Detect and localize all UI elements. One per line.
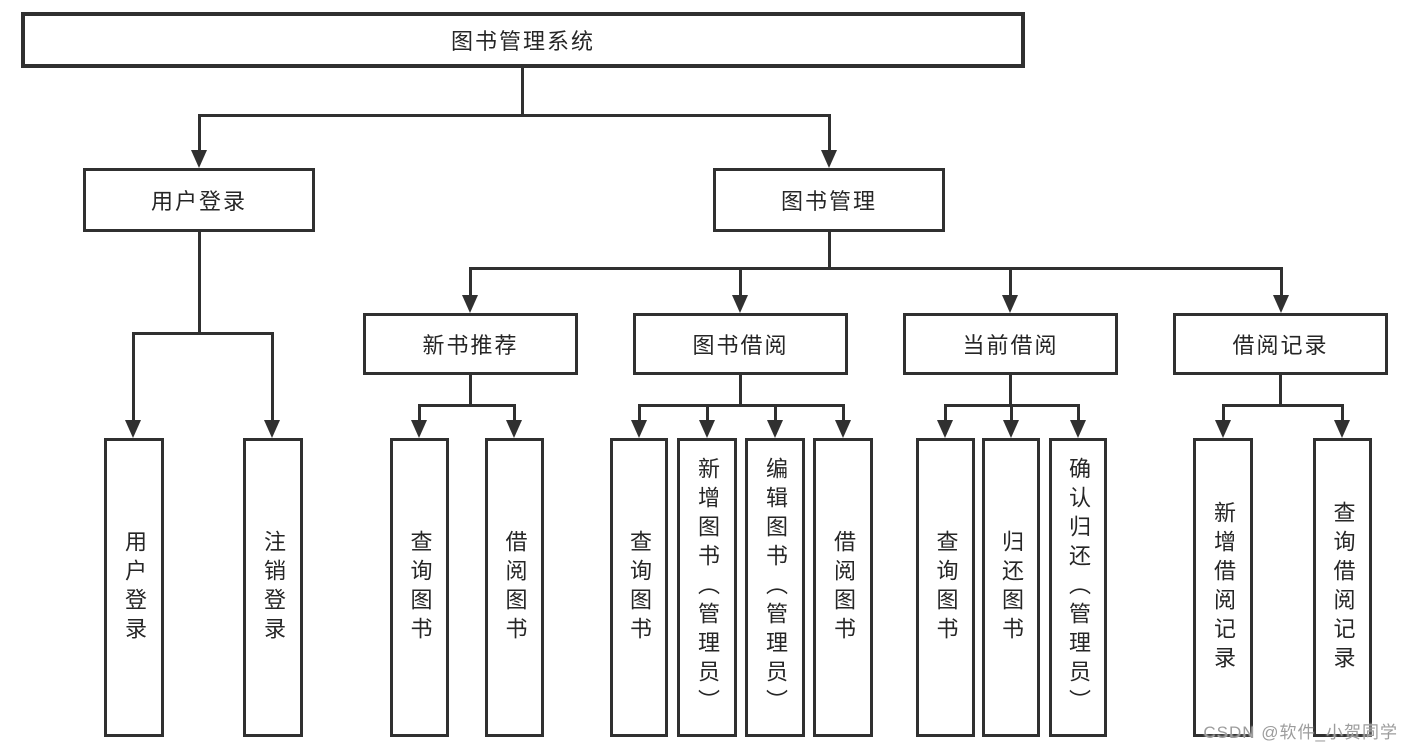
connector-line	[1009, 267, 1012, 298]
arrow-down-icon	[699, 420, 715, 438]
leaf-query-books-2: 查询图书	[610, 438, 668, 737]
arrow-down-icon	[631, 420, 647, 438]
connector-line	[1279, 374, 1282, 405]
node-label: 查询图书	[627, 529, 652, 646]
node-label: 编辑图书（管理员）	[763, 457, 788, 718]
connector-line	[1009, 374, 1012, 405]
connector-line	[638, 404, 844, 407]
leaf-query-books-3: 查询图书	[916, 438, 975, 737]
node-label: 借阅图书	[831, 529, 856, 646]
node-label: 归还图书	[999, 529, 1024, 646]
arrow-down-icon	[821, 150, 837, 168]
node-label: 图书管理系统	[450, 29, 595, 54]
connector-line	[469, 374, 472, 405]
leaf-add-books-admin: 新增图书（管理员）	[677, 438, 737, 737]
connector-line	[418, 404, 421, 423]
connector-line	[132, 332, 273, 335]
connector-line	[739, 374, 742, 405]
arrow-down-icon	[1070, 420, 1086, 438]
node-new-book-recommend: 新书推荐	[363, 313, 578, 375]
node-label: 借阅图书	[502, 529, 528, 646]
node-label: 图书借阅	[692, 333, 789, 358]
connector-line	[1077, 404, 1080, 423]
connector-line	[198, 114, 201, 153]
leaf-logout: 注销登录	[243, 438, 303, 737]
node-label: 确认归还（管理员）	[1066, 457, 1091, 718]
node-label: 查询图书	[407, 529, 433, 646]
connector-line	[828, 231, 831, 269]
node-user-login: 用户登录	[83, 168, 315, 232]
connector-line	[521, 66, 524, 115]
connector-line	[1010, 404, 1013, 423]
arrow-down-icon	[1215, 420, 1231, 438]
arrow-down-icon	[411, 420, 427, 438]
leaf-query-books-1: 查询图书	[390, 438, 449, 737]
connector-line	[469, 267, 472, 298]
connector-line	[198, 231, 201, 333]
node-label: 查询图书	[933, 529, 959, 646]
arrow-down-icon	[125, 420, 141, 438]
node-label: 新增图书（管理员）	[695, 457, 720, 718]
arrow-down-icon	[191, 150, 207, 168]
leaf-add-borrow-record: 新增借阅记录	[1193, 438, 1253, 737]
connector-line	[1280, 267, 1283, 298]
arrow-down-icon	[732, 295, 748, 313]
node-label: 新书推荐	[422, 333, 519, 358]
node-library-management-system: 图书管理系统	[21, 12, 1025, 68]
connector-line	[198, 114, 830, 117]
arrow-down-icon	[1334, 420, 1350, 438]
arrow-down-icon	[1003, 420, 1019, 438]
connector-line	[944, 404, 947, 423]
arrow-down-icon	[462, 295, 478, 313]
connector-line	[842, 404, 845, 423]
node-book-management: 图书管理	[713, 168, 945, 232]
connector-line	[638, 404, 641, 423]
node-label: 新增借阅记录	[1211, 500, 1236, 675]
node-book-borrow: 图书借阅	[633, 313, 848, 375]
connector-line	[1222, 404, 1343, 407]
connector-line	[1222, 404, 1225, 423]
node-label: 当前借阅	[962, 333, 1059, 358]
connector-line	[271, 332, 274, 423]
arrow-down-icon	[264, 420, 280, 438]
connector-line	[828, 114, 831, 153]
leaf-edit-books-admin: 编辑图书（管理员）	[745, 438, 805, 737]
arrow-down-icon	[835, 420, 851, 438]
node-label: 注销登录	[261, 529, 286, 646]
arrow-down-icon	[767, 420, 783, 438]
arrow-down-icon	[506, 420, 522, 438]
leaf-user-login: 用户登录	[104, 438, 164, 737]
leaf-query-borrow-record: 查询借阅记录	[1313, 438, 1372, 737]
arrow-down-icon	[937, 420, 953, 438]
connector-line	[469, 267, 1282, 270]
connector-line	[418, 404, 515, 407]
node-label: 借阅记录	[1232, 333, 1329, 358]
node-current-borrow: 当前借阅	[903, 313, 1118, 375]
connector-line	[513, 404, 516, 423]
connector-line	[739, 267, 742, 298]
arrow-down-icon	[1273, 295, 1289, 313]
node-label: 图书管理	[780, 189, 877, 214]
arrow-down-icon	[1002, 295, 1018, 313]
connector-line	[132, 332, 135, 423]
node-label: 用户登录	[150, 189, 247, 214]
csdn-watermark: CSDN @软件_小贺同学	[1203, 723, 1398, 742]
node-label: 查询借阅记录	[1330, 500, 1356, 675]
leaf-borrow-books-1: 借阅图书	[485, 438, 544, 737]
connector-line	[706, 404, 709, 423]
connector-line	[1341, 404, 1344, 423]
leaf-borrow-books-2: 借阅图书	[813, 438, 873, 737]
leaf-confirm-return-admin: 确认归还（管理员）	[1049, 438, 1107, 737]
connector-line	[774, 404, 777, 423]
node-label: 用户登录	[122, 529, 147, 646]
leaf-return-books: 归还图书	[982, 438, 1040, 737]
node-borrow-record: 借阅记录	[1173, 313, 1388, 375]
